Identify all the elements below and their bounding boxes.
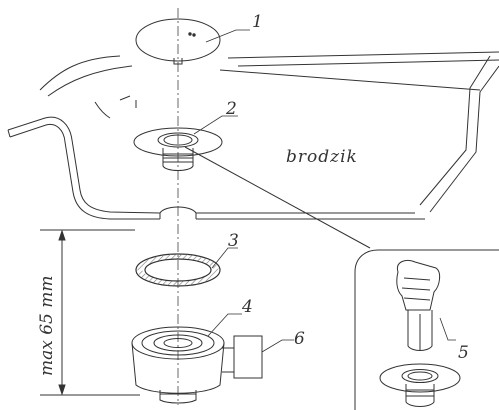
callout-1: 1 xyxy=(252,12,263,32)
gasket-ring xyxy=(135,253,221,287)
cover-plate xyxy=(135,18,221,65)
callout-4: 4 xyxy=(241,297,253,317)
leader-lines xyxy=(193,29,456,353)
height-dimension xyxy=(40,229,140,396)
shower-tray xyxy=(7,51,499,220)
callout-3: 3 xyxy=(228,231,239,251)
tray-label: brodzik xyxy=(286,147,358,167)
drain-body xyxy=(131,326,263,404)
callout-2: 2 xyxy=(225,99,237,119)
callout-6: 6 xyxy=(294,329,305,349)
callout-5: 5 xyxy=(458,343,469,363)
inset-panel xyxy=(184,146,499,410)
drain-flange xyxy=(133,127,223,171)
dimension-label: max 65 mm xyxy=(37,275,57,376)
